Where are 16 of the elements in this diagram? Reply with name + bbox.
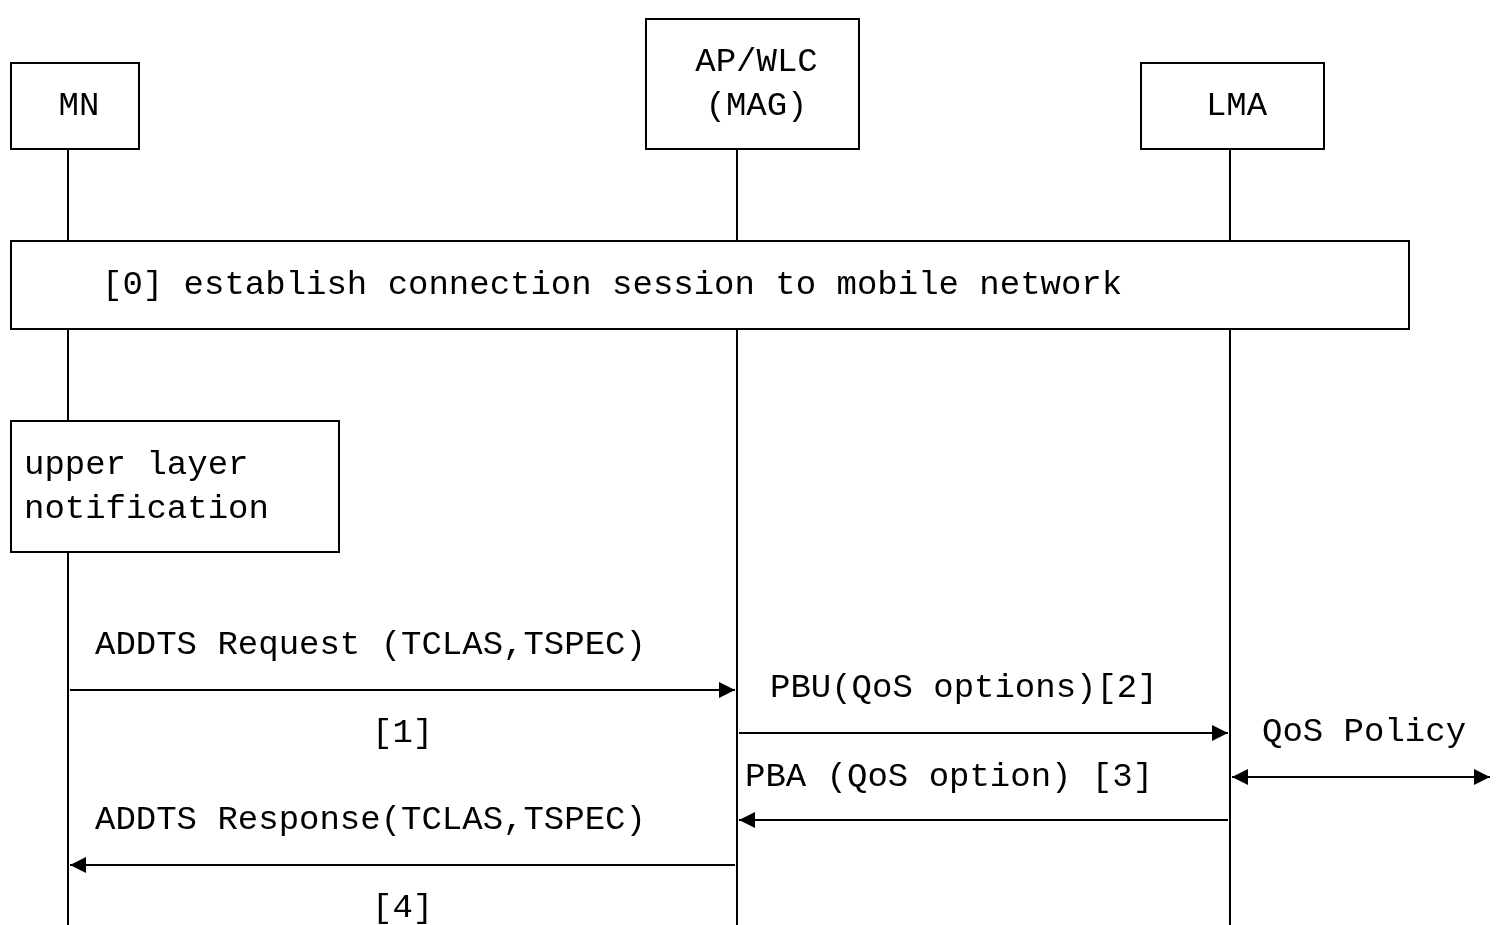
message-arrow	[738, 725, 1229, 741]
box-label: upper layer notification	[24, 444, 270, 530]
box-label: MN	[58, 86, 100, 127]
message-arrow	[738, 812, 1229, 828]
message-arrow	[1231, 769, 1491, 785]
box-label: [0] establish connection session to mobile network	[102, 265, 1123, 306]
message-arrow	[69, 857, 736, 873]
lifeline	[67, 149, 69, 241]
message-arrow	[69, 682, 736, 698]
step-band	[10, 240, 1410, 330]
participant-box	[10, 62, 140, 150]
box-label: LMA	[1205, 86, 1268, 127]
lifeline	[67, 329, 69, 421]
lifeline	[1229, 149, 1231, 241]
box-label: AP/WLC (MAG)	[694, 42, 819, 127]
lifeline	[736, 149, 738, 241]
